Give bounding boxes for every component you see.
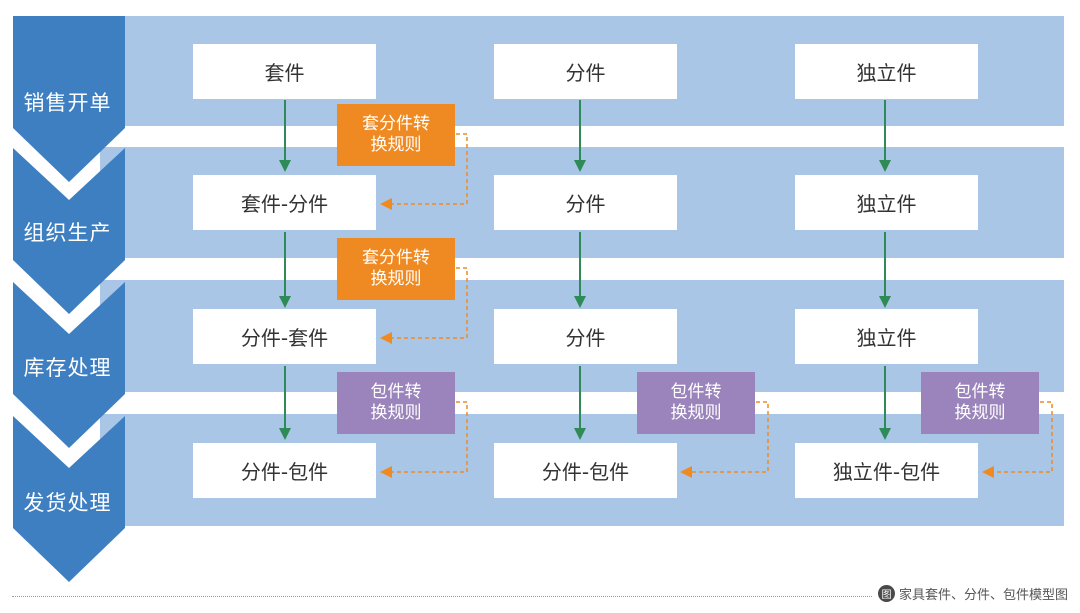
figure-caption: 图 家具套件、分件、包件模型图 bbox=[871, 584, 1068, 603]
stage-label-shipping: 发货处理 bbox=[23, 491, 112, 515]
rule-package-conversion: 包件转 换规则 bbox=[921, 372, 1039, 434]
node-part: 分件 bbox=[494, 44, 677, 99]
rule-package-conversion: 包件转 换规则 bbox=[337, 372, 455, 434]
node-part: 分件 bbox=[494, 175, 677, 230]
chevron-inventory bbox=[13, 282, 125, 448]
chevron-production bbox=[13, 148, 125, 314]
node-part-to-package: 分件-包件 bbox=[193, 443, 376, 498]
caption-text: 家具套件、分件、包件模型图 bbox=[898, 588, 1068, 603]
rule-kit-part-conversion: 套分件转 换规则 bbox=[337, 238, 455, 300]
node-standalone: 独立件 bbox=[795, 44, 978, 99]
node-part: 分件 bbox=[494, 309, 677, 364]
node-part-to-package: 分件-包件 bbox=[494, 443, 677, 498]
rule-connector bbox=[380, 133, 468, 210]
rule-package-conversion: 包件转 换规则 bbox=[637, 372, 755, 434]
chevron-shipping bbox=[13, 416, 125, 582]
caption-divider bbox=[12, 596, 1068, 597]
node-kit-to-part: 套件-分件 bbox=[193, 175, 376, 230]
node-kit: 套件 bbox=[193, 44, 376, 99]
node-part-to-kit: 分件-套件 bbox=[193, 309, 376, 364]
node-standalone: 独立件 bbox=[795, 309, 978, 364]
rule-kit-part-conversion: 套分件转 换规则 bbox=[337, 104, 455, 166]
rule-connector bbox=[380, 401, 468, 478]
rule-connector bbox=[380, 267, 468, 344]
stage-label-inventory: 库存处理 bbox=[23, 356, 112, 380]
stage-label-sales: 销售开单 bbox=[23, 91, 112, 115]
node-standalone-to-package: 独立件-包件 bbox=[795, 443, 978, 498]
stage-label-production: 组织生产 bbox=[23, 221, 112, 245]
node-standalone: 独立件 bbox=[795, 175, 978, 230]
figure-icon: 图 bbox=[877, 585, 895, 602]
chevron-sales bbox=[13, 16, 125, 182]
rule-connector bbox=[982, 401, 1053, 478]
